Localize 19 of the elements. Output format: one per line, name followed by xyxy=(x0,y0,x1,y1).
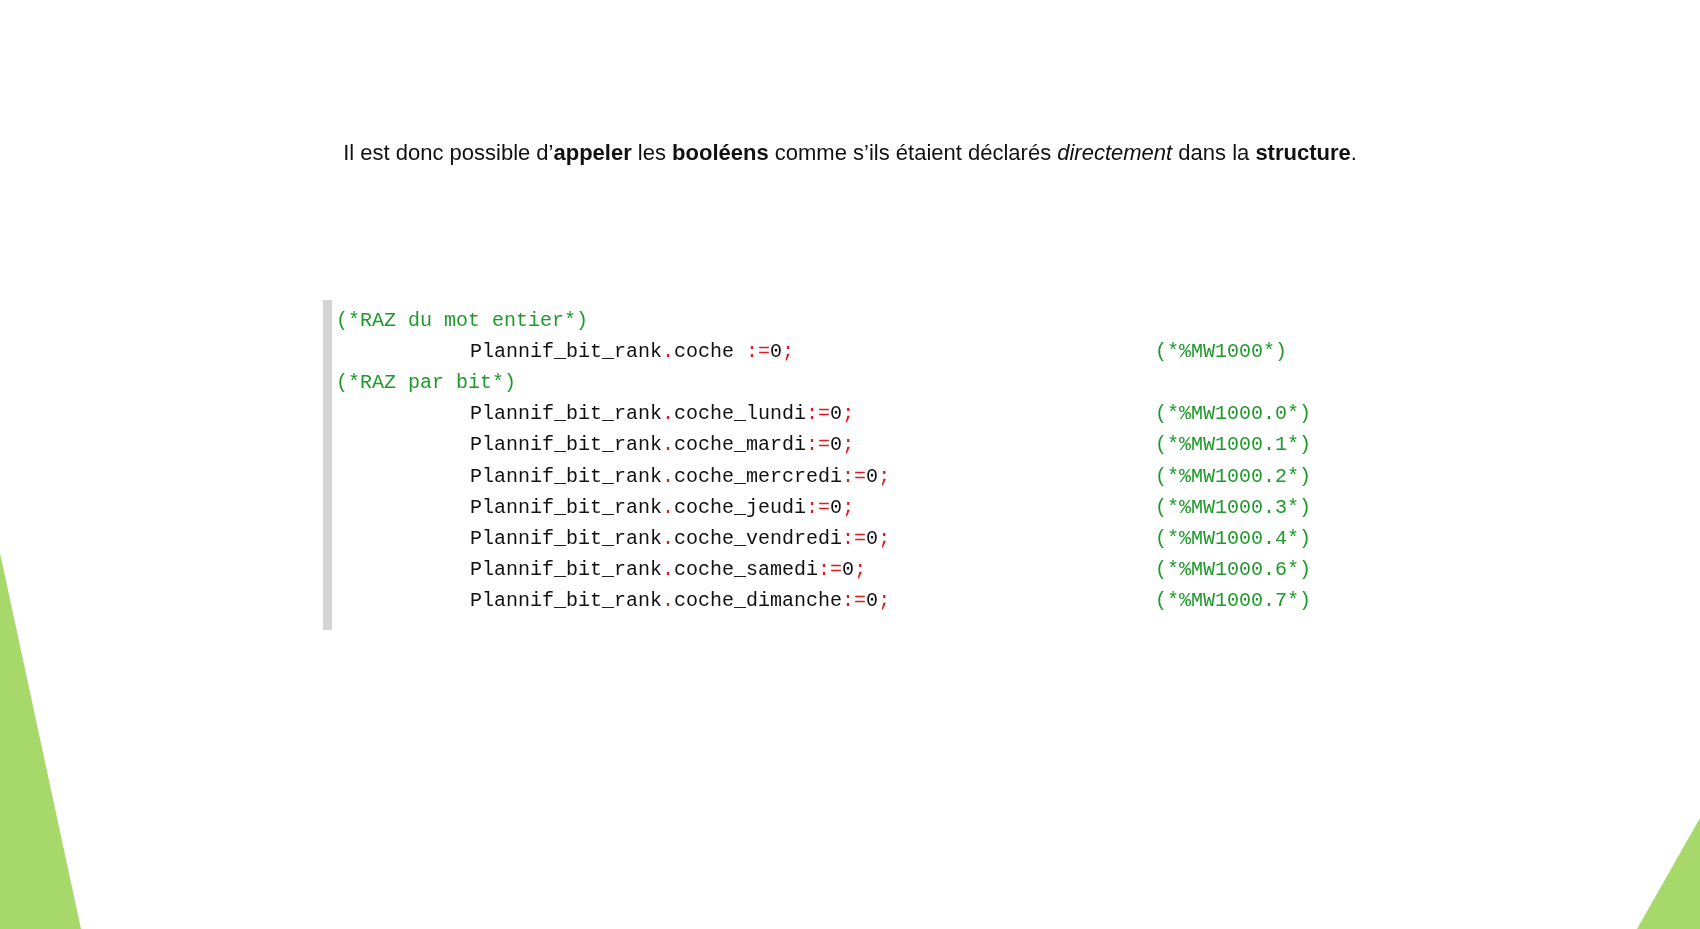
code-comment: (*%MW1000.2*) xyxy=(1155,464,1312,489)
code-statement: Plannif_bit_rank.coche_mercredi:=0; xyxy=(470,464,891,489)
code-comment: (*RAZ du mot entier*) xyxy=(336,309,589,333)
code-statement: Plannif_bit_rank.coche_jeudi:=0; xyxy=(470,495,855,520)
code-comment: (*%MW1000.4*) xyxy=(1155,526,1312,551)
code-statement: Plannif_bit_rank.coche_dimanche:=0; xyxy=(470,588,891,613)
code-statement: Plannif_bit_rank.coche_samedi:=0; xyxy=(470,557,867,582)
code-comment: (*%MW1000.6*) xyxy=(1155,557,1312,582)
code-statement: Plannif_bit_rank.coche_lundi:=0; xyxy=(470,402,855,427)
code-comment: (*%MW1000.1*) xyxy=(1155,433,1312,458)
code-statement: Plannif_bit_rank.coche_mardi:=0; xyxy=(470,433,855,458)
code-comment: (*RAZ par bit*) xyxy=(336,371,517,396)
code-comment: (*%MW1000.7*) xyxy=(1155,588,1312,613)
code-comment: (*%MW1000.3*) xyxy=(1155,495,1312,520)
code-statement: Plannif_bit_rank.coche_vendredi:=0; xyxy=(470,526,891,551)
intro-sentence: Il est donc possible d’appeler les booléens comme s’ils étaient déclarés directement dans la structure. xyxy=(342,140,1358,166)
code-statement: Plannif_bit_rank.coche :=0; xyxy=(470,340,795,365)
code-comment: (*%MW1000*) xyxy=(1155,340,1288,365)
code-comment: (*%MW1000.0*) xyxy=(1155,402,1312,427)
